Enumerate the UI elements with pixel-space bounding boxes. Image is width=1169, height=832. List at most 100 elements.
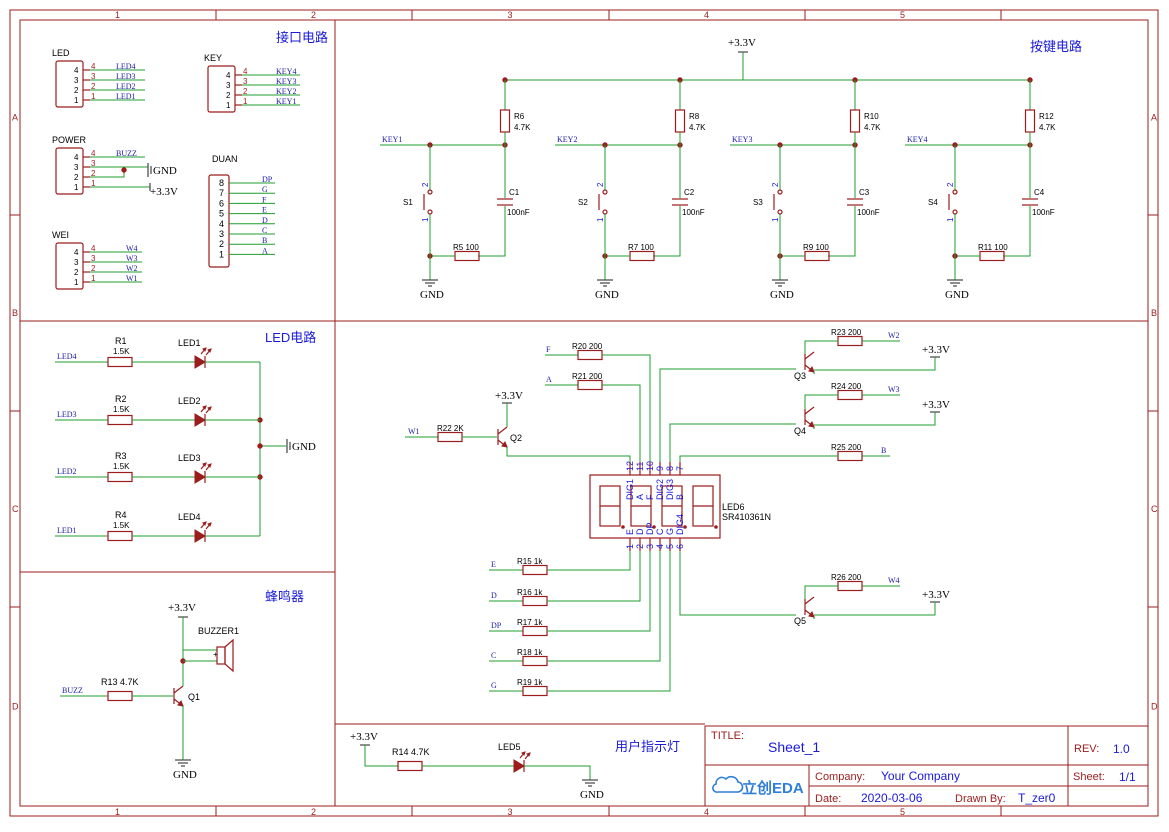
sheet-label: Sheet: [1073,771,1105,783]
net-label: BUZZ [62,686,83,695]
connector-pin-number: 6 [219,198,224,208]
digit-transistor [804,596,815,618]
transistor-ref: Q4 [794,426,806,436]
connector-body [207,65,236,113]
gnd-label: GND [153,165,177,177]
display-wire [506,447,631,462]
user-wire [364,745,398,767]
net-label: LED3 [116,72,136,81]
net-label: W1 [408,427,420,436]
net-label: E [491,560,496,569]
grid-col-label-bottom: 4 [704,807,709,817]
connector-body [55,147,84,195]
cap-ref: C1 [509,188,520,197]
resistor-label: R25 200 [831,443,862,452]
cap-ref: C3 [859,188,870,197]
connector-pin-number: 1 [226,101,231,110]
digit-transistor [804,351,815,373]
connector-pin-number: 4 [74,66,79,75]
gnd-label: GND [945,289,969,301]
section-title-user-led: 用户指示灯 [615,739,680,754]
title-label: TITLE: [711,730,744,742]
buzzer-plus: + [213,650,218,659]
net-label: W1 [126,274,138,283]
switch-ref: S1 [403,198,413,207]
vcc-symbol-keys: +3.3V [728,37,756,53]
resistor-label: R15 1k [517,557,543,566]
connector-pin-number: 2 [74,268,79,277]
connector-name: LED [52,48,70,58]
digit-resistor [837,335,863,347]
display-pin-number: 5 [665,544,675,549]
led-resistor [107,530,133,542]
display-pin-number: 6 [675,544,685,549]
buzzer-body [216,646,226,665]
transistor-ref: Q1 [188,692,200,702]
connector-body [208,174,230,268]
display-wire [669,423,796,462]
connector-name: DUAN [212,154,238,164]
connector-pin-label: 1 [91,274,96,283]
digit-resistor [837,389,863,401]
display-wire [547,551,671,692]
connector-pin-number: 5 [219,209,224,219]
section-title-led: LED电路 [265,330,316,345]
display-pin-label: D [635,528,645,535]
connector-pin-label: 1 [91,179,96,188]
key-gnd-symbol: GND [420,279,444,301]
display-wire [547,551,661,662]
series-resistor-label: R9 100 [803,243,829,252]
grid-col-label-bottom: 5 [900,807,905,817]
junction-dot [121,167,127,173]
buzzer-ref: BUZZER1 [198,626,239,636]
led-ref: LED5 [498,742,521,752]
connector-pin-number: 4 [74,248,79,257]
company-value: Your Company [881,769,960,783]
display-digit [599,485,625,529]
led-resistor [107,356,133,368]
series-resistor-label: R7 100 [628,243,654,252]
net-label: KEY4 [907,135,927,144]
display-pin-number: 12 [625,461,635,471]
grid-row-label-left: B [12,308,18,318]
cap-wire-bottom [1003,206,1031,257]
connector-pin-number: 4 [74,153,79,162]
display-pin-label: E [625,529,635,535]
display-wire [602,354,651,462]
connector-pin-number: 1 [74,96,79,105]
resistor-ref: R2 [115,394,127,404]
gnd-label: GND [173,769,197,781]
resistor-label: R24 200 [831,382,862,391]
display-pin-label: C [655,528,665,535]
connector-pin-label: 4 [91,244,96,253]
series-resistor-label: R5 100 [453,243,479,252]
net-label: E [262,206,267,215]
user-led-diode [513,751,531,773]
net-label: LED4 [116,62,136,71]
display-pin-number: 2 [635,544,645,549]
section-title-interface: 接口电路 [276,30,328,45]
vcc-label: +3.3V [168,602,196,614]
net-label: BUZZ [116,149,137,158]
company-label: Company: [815,771,865,783]
display-wire [814,602,936,616]
net-label: KEY2 [276,87,296,96]
display-pin-number: 11 [635,462,645,471]
switch-ref: S2 [578,198,588,207]
connector-pin-label: 1 [243,97,248,106]
net-label: W4 [126,244,138,253]
vcc-symbol-buzzer: +3.3V [168,602,196,618]
display-digit [692,485,718,529]
pullup-ref: R6 [514,112,525,121]
pullup-ref: R8 [689,112,700,121]
switch-pin: 2 [421,182,430,187]
display-wire [679,455,838,462]
grid-row-label-right: B [1151,308,1157,318]
led-diode [194,347,212,369]
series-resistor-label: R11 100 [978,243,1008,252]
